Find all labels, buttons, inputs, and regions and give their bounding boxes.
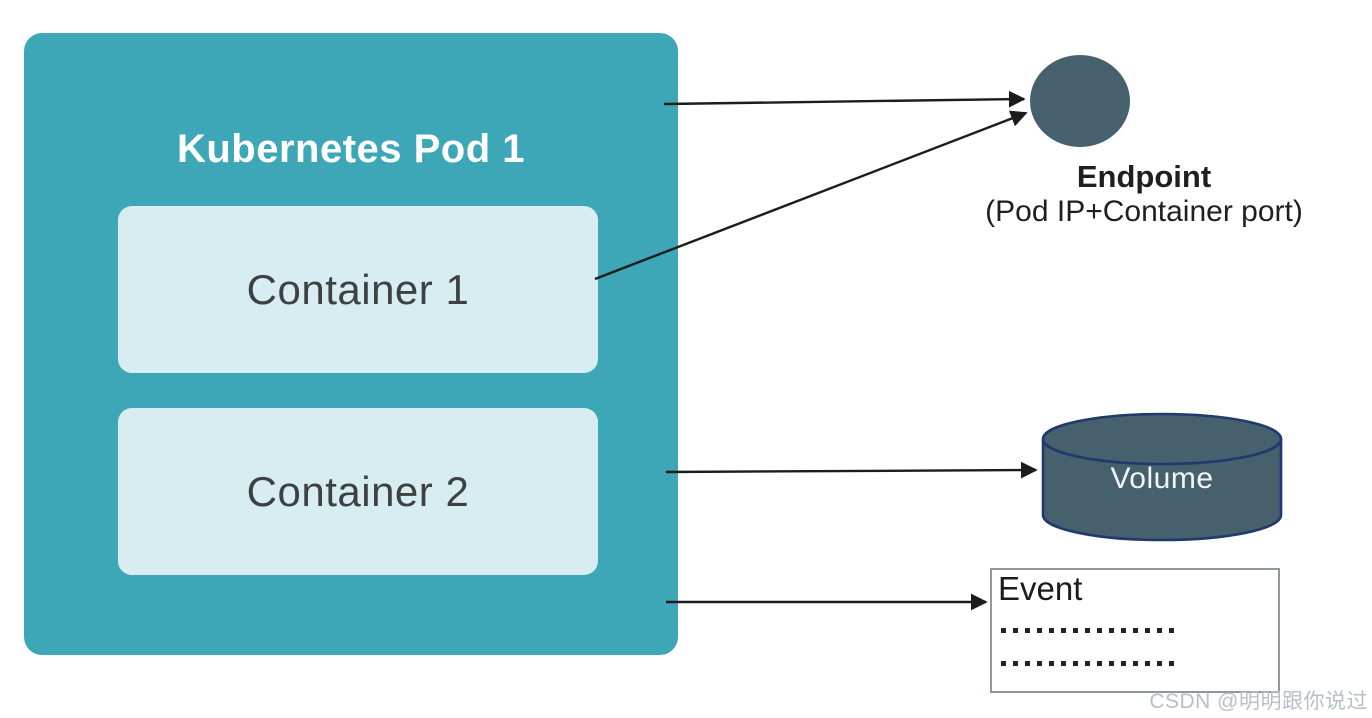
arrow-pod-to-endpoint	[663, 90, 1026, 108]
volume-label: Volume	[1110, 462, 1214, 495]
container-1-box: Container 1	[118, 206, 598, 373]
event-label: Event	[998, 570, 1083, 607]
endpoint-labels: Endpoint (Pod IP+Container port)	[953, 159, 1335, 228]
pod-title: Kubernetes Pod 1	[176, 127, 526, 171]
watermark: CSDN @明明跟你说过	[1149, 690, 1368, 713]
event-dotted-line	[1001, 661, 1177, 666]
event-dotted-line	[1001, 628, 1177, 633]
endpoint-subtitle: (Pod IP+Container port)	[985, 194, 1303, 228]
endpoint-title: Endpoint	[1076, 159, 1212, 194]
endpoint-circle-icon	[1030, 55, 1130, 147]
volume-cylinder-shape	[1041, 412, 1283, 542]
volume-cylinder-icon: Volume	[1040, 412, 1284, 542]
container-2-label: Container 2	[246, 467, 470, 515]
cylinder-top	[1041, 412, 1283, 466]
event-box: Event	[990, 568, 1280, 693]
arrow-pod-to-volume	[665, 461, 1038, 479]
cylinder-body	[1041, 439, 1283, 542]
container-2-box: Container 2	[118, 408, 598, 575]
container-1-label: Container 1	[246, 265, 470, 313]
kubernetes-pod: Kubernetes Pod 1 Container 1 Container 2	[24, 33, 678, 655]
